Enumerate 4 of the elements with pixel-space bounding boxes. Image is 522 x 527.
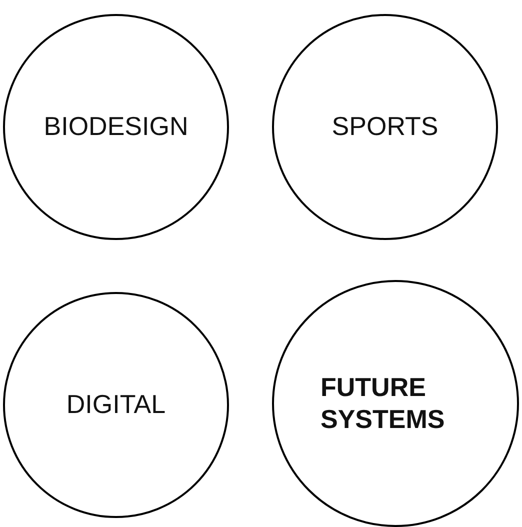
node-label: DIGITAL (66, 389, 166, 421)
node-label: FUTURE SYSTEMS (320, 372, 446, 435)
node-label: BIODESIGN (44, 111, 188, 143)
node-label: SPORTS (332, 111, 438, 143)
